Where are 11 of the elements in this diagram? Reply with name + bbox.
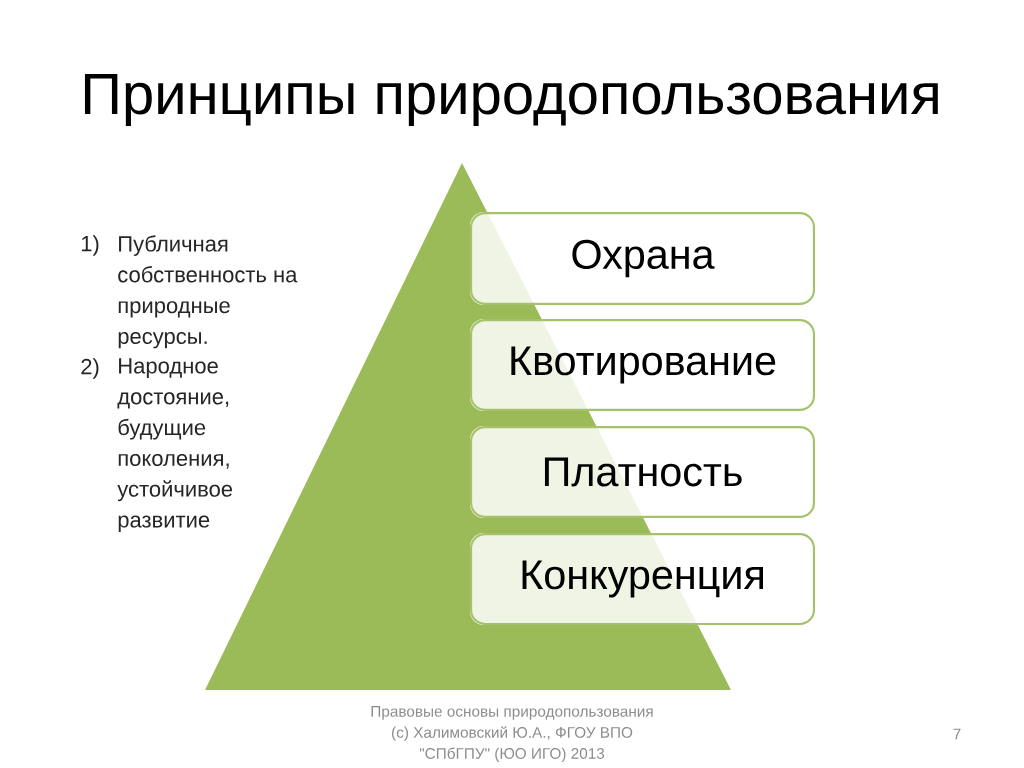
list-number: 1)	[81, 235, 99, 256]
title: Принципы природопользования	[84, 74, 938, 126]
page-number: 7	[953, 728, 961, 740]
list-number: 2)	[81, 358, 99, 379]
principle-box: Платность	[470, 426, 815, 518]
footer-text: Правовые основы природопользования (с) Халимовский Ю.А., ФГОУ ВПО "СПбГПУ" (ЮО ИГО) 2013	[371, 706, 653, 762]
principle-box: Конкуренция	[470, 533, 815, 625]
principle-box: Охрана	[470, 212, 815, 305]
list-item: Публичная собственность на природные ресурсы.	[118, 235, 298, 349]
principle-box: Квотирование	[470, 319, 815, 411]
list-item: Народное достояние, будущие поколения, устойчивое развитие	[117, 358, 233, 532]
